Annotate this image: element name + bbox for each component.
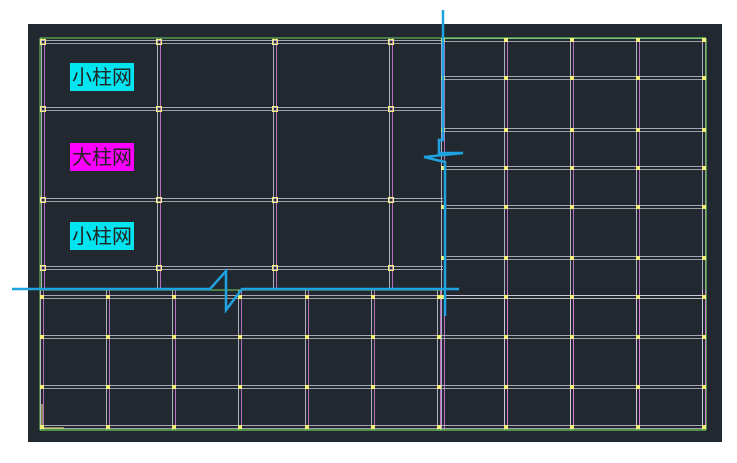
column-node [106, 295, 110, 299]
column-node-hollow [40, 265, 46, 271]
column-node-hollow [156, 39, 162, 45]
column-node [504, 385, 508, 389]
column-node [441, 256, 445, 260]
column-node [371, 335, 375, 339]
column-node-hollow [272, 197, 278, 203]
label-large-grid: 大柱网 [70, 143, 134, 171]
column-node-hollow [388, 197, 394, 203]
column-node [702, 295, 706, 299]
column-node [172, 425, 176, 429]
column-node [504, 425, 508, 429]
column-node [441, 295, 445, 299]
break-lines [12, 10, 464, 316]
column-node [106, 425, 110, 429]
column-node [441, 205, 445, 209]
column-node [371, 385, 375, 389]
column-node [702, 256, 706, 260]
column-node [636, 205, 640, 209]
column-node [437, 295, 441, 299]
column-node [570, 205, 574, 209]
column-node [238, 295, 242, 299]
column-node [636, 295, 640, 299]
column-node [106, 385, 110, 389]
column-node [238, 385, 242, 389]
column-node [636, 385, 640, 389]
column-node [371, 425, 375, 429]
column-node [305, 295, 309, 299]
column-node-hollow [388, 106, 394, 112]
cad-model-space[interactable] [28, 24, 722, 442]
label-small-grid-top: 小柱网 [70, 63, 134, 91]
column-node [504, 76, 508, 80]
column-node [702, 205, 706, 209]
column-node-hollow [156, 106, 162, 112]
column-node [504, 128, 508, 132]
column-node [570, 38, 574, 42]
column-node-hollow [156, 265, 162, 271]
column-node [702, 335, 706, 339]
column-node [504, 205, 508, 209]
column-node [437, 385, 441, 389]
column-node [702, 76, 706, 80]
column-node [570, 166, 574, 170]
column-node [570, 425, 574, 429]
column-nodes [40, 38, 706, 429]
column-node [504, 335, 508, 339]
column-node [504, 256, 508, 260]
column-node [504, 295, 508, 299]
column-node [371, 295, 375, 299]
column-node [636, 76, 640, 80]
column-node-hollow [40, 39, 46, 45]
label-small-grid-bottom: 小柱网 [70, 222, 134, 250]
column-node [702, 38, 706, 42]
column-node-hollow [40, 106, 46, 112]
column-node [172, 385, 176, 389]
column-node-hollow [272, 39, 278, 45]
column-node [636, 335, 640, 339]
column-node [702, 385, 706, 389]
break-line-horizontal [12, 267, 459, 314]
column-node [636, 166, 640, 170]
column-node-hollow [156, 197, 162, 203]
column-node [570, 76, 574, 80]
column-node [172, 335, 176, 339]
column-node-hollow [388, 39, 394, 45]
column-node [570, 256, 574, 260]
column-node-hollow [272, 106, 278, 112]
column-node [702, 425, 706, 429]
column-node [305, 425, 309, 429]
column-node [172, 295, 176, 299]
column-node [636, 38, 640, 42]
column-node [702, 128, 706, 132]
column-node [570, 295, 574, 299]
column-node [40, 385, 44, 389]
break-line-vertical [423, 10, 464, 316]
column-node [570, 335, 574, 339]
column-node [437, 335, 441, 339]
column-node [437, 425, 441, 429]
column-node [702, 166, 706, 170]
column-node [441, 166, 445, 170]
column-node [636, 425, 640, 429]
column-node [305, 335, 309, 339]
column-node [40, 335, 44, 339]
column-node [636, 256, 640, 260]
column-node [106, 335, 110, 339]
column-node [305, 385, 309, 389]
column-node [504, 166, 508, 170]
grid-lines [39, 37, 707, 431]
column-node [40, 425, 44, 429]
column-node [40, 295, 44, 299]
column-node [636, 128, 640, 132]
column-node [238, 335, 242, 339]
column-node [238, 425, 242, 429]
column-node [504, 38, 508, 42]
column-node-hollow [272, 265, 278, 271]
column-node [570, 385, 574, 389]
column-node [570, 128, 574, 132]
column-node-hollow [388, 265, 394, 271]
column-node-hollow [40, 197, 46, 203]
